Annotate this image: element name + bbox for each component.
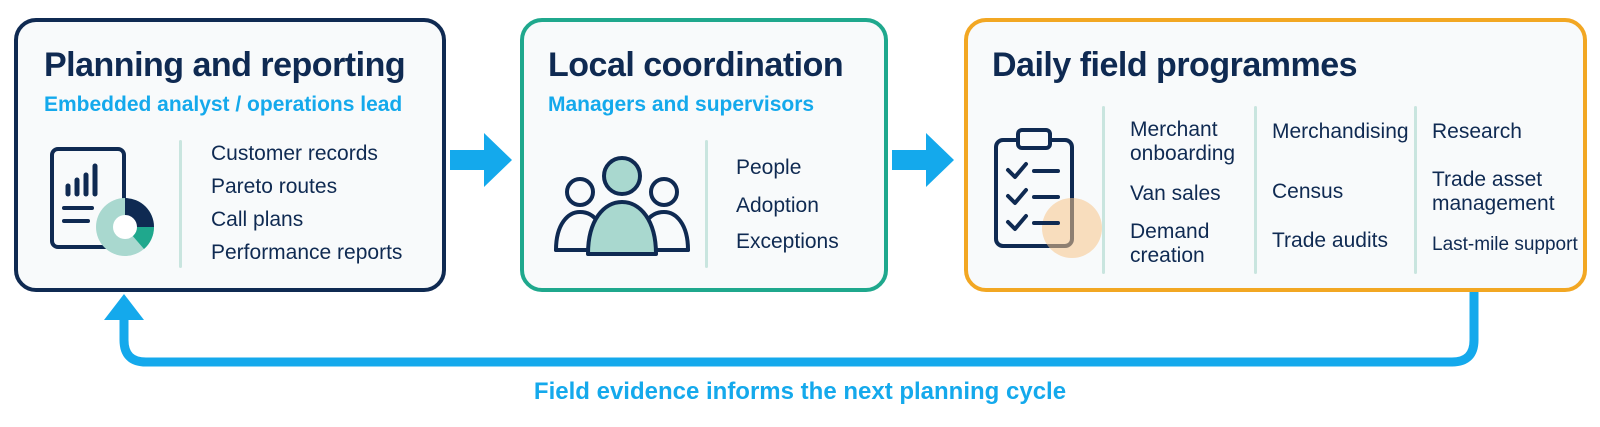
stage-subtitle-planning: Embedded analyst / operations lead xyxy=(44,93,403,116)
list-item: Pareto routes xyxy=(211,175,338,198)
list-item: Last-mile support xyxy=(1432,234,1578,255)
stage-title-field-programmes: Daily field programmes xyxy=(992,46,1358,84)
stage-card-field-programmes: Daily field programmes Merchant onboardi… xyxy=(964,18,1587,292)
divider xyxy=(1414,106,1417,274)
team-people-icon xyxy=(552,154,692,263)
stage-title-coordination: Local coordination xyxy=(548,46,844,84)
divider xyxy=(1254,106,1257,274)
list-item: Performance reports xyxy=(211,241,403,264)
checklist-clipboard-icon xyxy=(988,126,1108,271)
flow-arrow xyxy=(450,130,516,195)
list-item: People xyxy=(736,156,802,179)
list-item: Adoption xyxy=(736,194,819,217)
feedback-loop-label: Field evidence informs the next planning… xyxy=(533,378,1067,405)
flow-arrow xyxy=(892,130,958,195)
list-item: Demand creation xyxy=(1130,220,1210,267)
list-item: Research xyxy=(1432,120,1522,143)
stage-card-planning: Planning and reporting Embedded analyst … xyxy=(14,18,446,292)
analytics-report-icon xyxy=(48,146,158,263)
stage-title-planning: Planning and reporting xyxy=(44,46,406,84)
list-item: Exceptions xyxy=(736,230,839,253)
stage-subtitle-coordination: Managers and supervisors xyxy=(548,93,815,116)
list-item: Customer records xyxy=(211,142,378,165)
list-item: Call plans xyxy=(211,208,304,231)
list-item: Trade asset management xyxy=(1432,168,1555,215)
list-item: Merchandising xyxy=(1272,120,1409,143)
list-item: Van sales xyxy=(1130,182,1221,205)
stage-card-coordination: Local coordination Managers and supervis… xyxy=(520,18,888,292)
list-item: Merchant onboarding xyxy=(1130,118,1236,165)
list-item: Census xyxy=(1272,180,1344,203)
divider xyxy=(179,140,182,268)
list-item: Trade audits xyxy=(1272,229,1388,252)
divider xyxy=(705,140,708,268)
divider xyxy=(1102,106,1105,274)
